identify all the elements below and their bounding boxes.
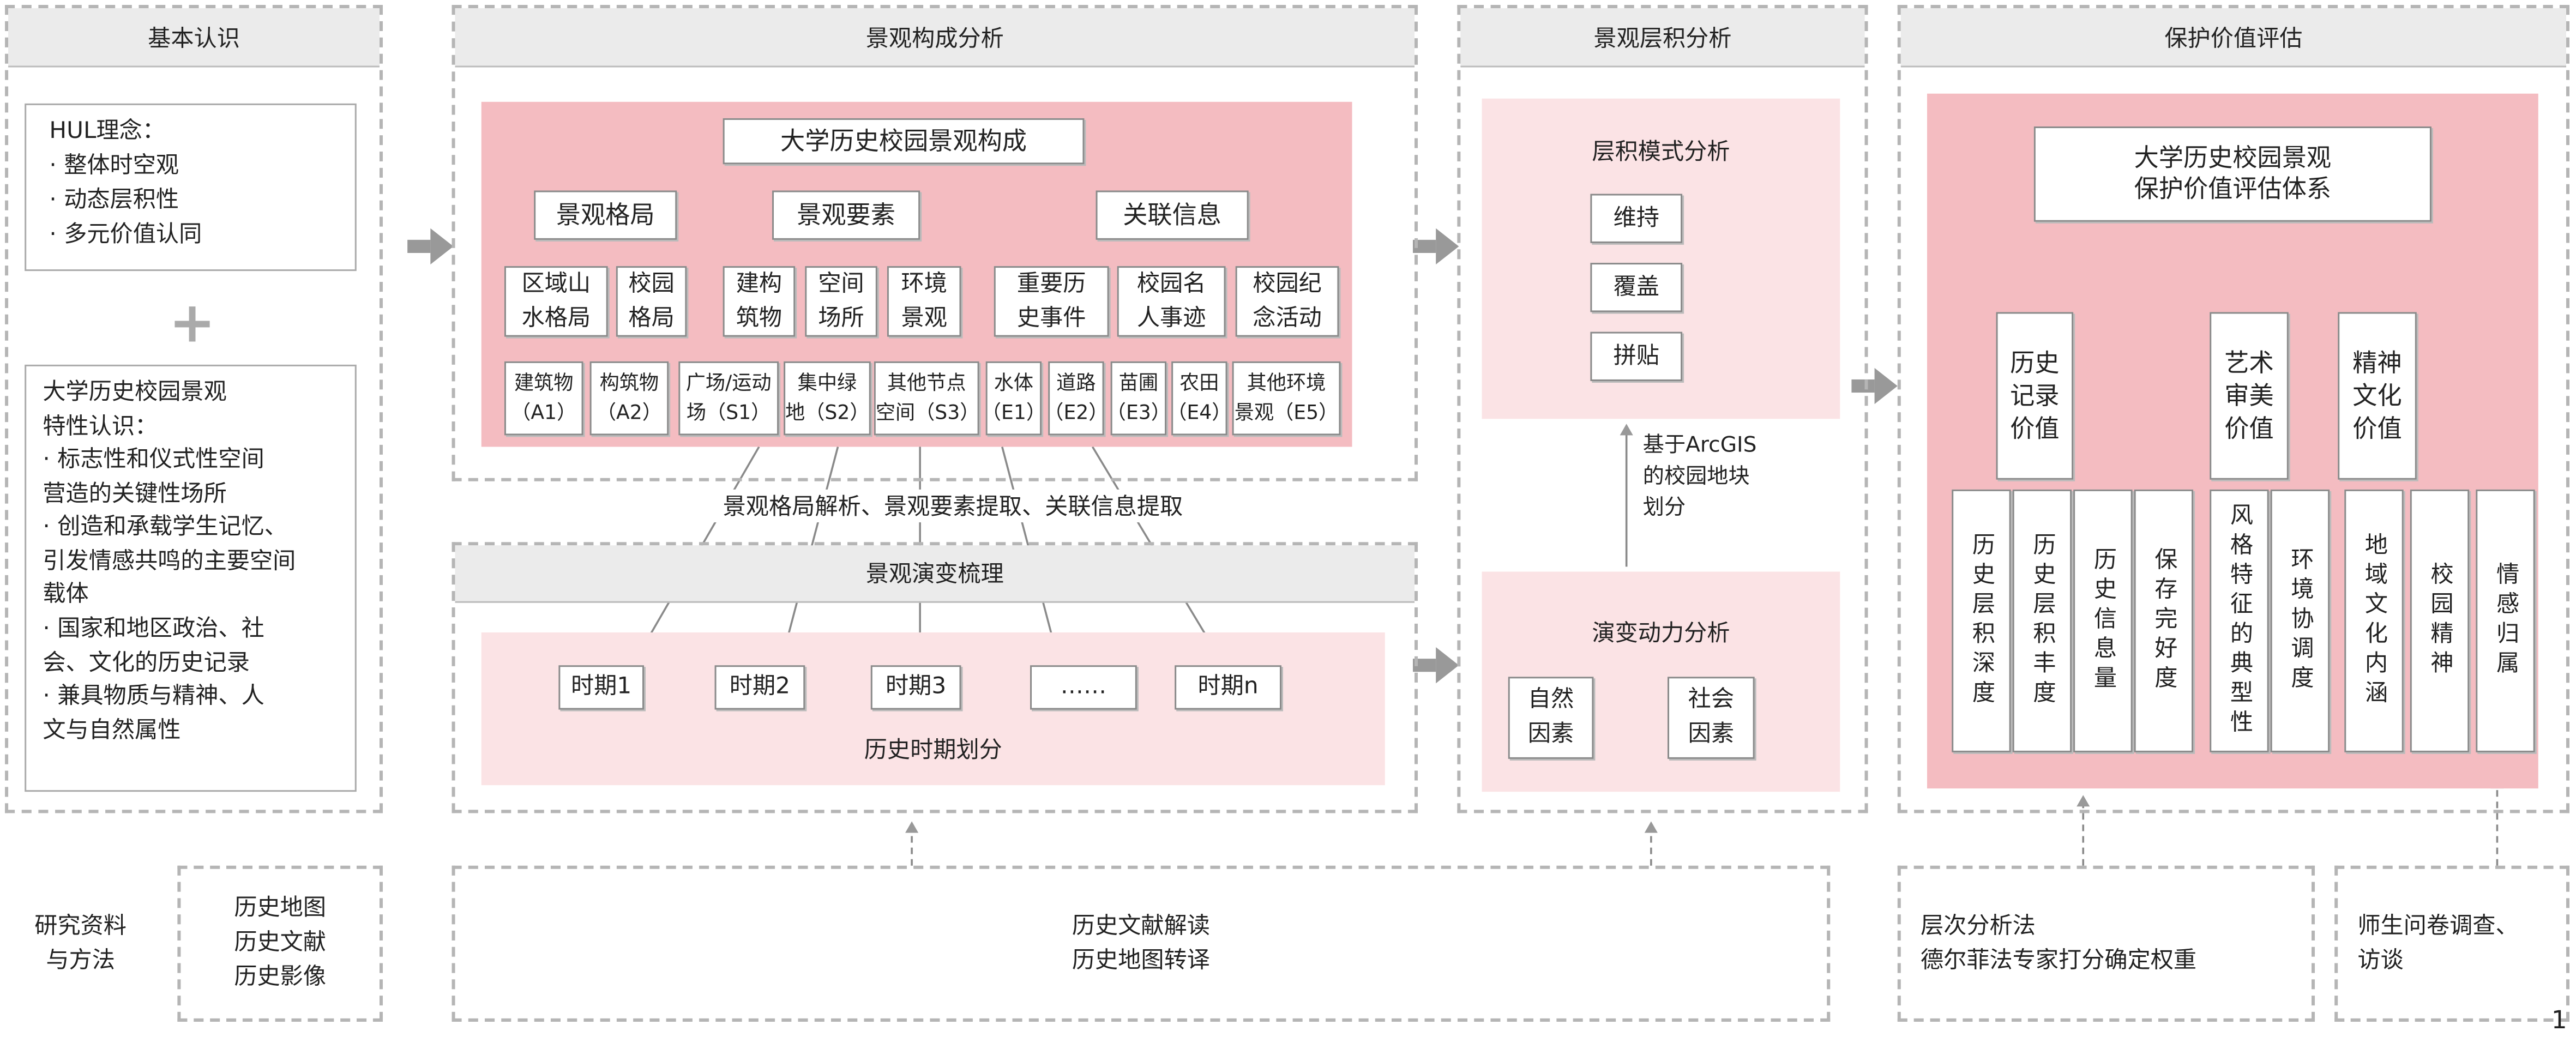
- period-box: 时期1: [558, 665, 645, 710]
- layering-pattern-box: 覆盖: [1590, 263, 1683, 312]
- landscape-evolution-header: 景观演变梳理: [455, 545, 1415, 603]
- campus-traits-box: 大学历史校园景观 特性认识： · 标志性和仪式性空间 营造的关键性场所 · 创造…: [25, 364, 357, 792]
- evolution-factor-box: 自然 因素: [1508, 677, 1594, 759]
- evolution-factor-box: 社会 因素: [1667, 677, 1755, 759]
- period-box: 时期2: [714, 665, 805, 710]
- flow-arrow-shaft: [407, 239, 431, 253]
- composition-element-box: 道路 （E2）: [1044, 361, 1108, 436]
- flow-arrow-icon: [1436, 647, 1459, 684]
- value-indicator-box: 保存完好度: [2134, 489, 2194, 752]
- value-indicator-box: 历史信息量: [2073, 489, 2133, 752]
- value-indicator-box: 风格特征的典型性: [2210, 489, 2269, 752]
- composition-category-box: 关联信息: [1096, 190, 1249, 240]
- composition-subcategory-box: 建构 筑物: [723, 266, 796, 337]
- composition-element-box: 集中绿 地（S2）: [784, 361, 871, 436]
- page-number: 1: [2551, 1005, 2567, 1035]
- composition-subcategory-box: 校园纪 念活动: [1235, 266, 1339, 337]
- value-assessment-panel: [1897, 5, 2570, 813]
- layering-pattern-box: 维持: [1590, 194, 1683, 243]
- arrow-up-icon: [905, 821, 919, 833]
- methods-label: 研究资料 与方法: [34, 912, 127, 974]
- value-system-root: 大学历史校园景观 保护价值评估体系: [2033, 126, 2431, 222]
- composition-subcategory-box: 环境 景观: [887, 266, 961, 337]
- arrow-up-icon: [1620, 424, 1633, 436]
- composition-subcategory-box: 重要历 史事件: [994, 266, 1109, 337]
- period-division-label: 历史时期划分: [864, 737, 1002, 764]
- composition-category-box: 景观格局: [534, 190, 677, 240]
- period-box: ……: [1030, 665, 1137, 710]
- composition-subcategory-box: 区域山 水格局: [504, 266, 608, 337]
- period-box: 时期3: [870, 665, 961, 710]
- value-indicator-box: 地域文化内涵: [2344, 489, 2404, 752]
- layering-pattern-box: 拼贴: [1590, 331, 1683, 381]
- composition-element-box: 广场/运动 场（S1）: [678, 361, 779, 436]
- composition-element-box: 苗圃 （E3）: [1106, 361, 1171, 436]
- value-category-box: 精神 文化 价值: [2338, 312, 2417, 480]
- survey-box: 师生问卷调查、 访谈: [2334, 865, 2570, 1022]
- landscape-evolution-panel: [452, 542, 1418, 813]
- composition-subcategory-box: 校园 格局: [616, 266, 687, 337]
- basic-understanding-header: 基本认识: [8, 8, 380, 68]
- composition-element-box: 构筑物 （A2）: [589, 361, 669, 436]
- landscape-composition-header: 景观构成分析: [455, 8, 1415, 68]
- flow-arrow-shaft: [1851, 379, 1875, 393]
- value-indicator-box: 历史层积丰度: [2012, 489, 2072, 752]
- flow-arrow-icon: [1436, 228, 1459, 265]
- composition-element-box: 其他节点 空间（S3）: [874, 361, 979, 436]
- value-indicator-box: 历史层积深度: [1952, 489, 2011, 752]
- plus-icon: +: [168, 291, 216, 357]
- composition-element-box: 农田 （E4）: [1167, 361, 1231, 436]
- landscape-composition-panel: [452, 5, 1418, 481]
- extraction-label: 景观格局解析、景观要素提取、关联信息提取: [624, 489, 1281, 523]
- composition-subcategory-box: 空间 场所: [805, 266, 877, 337]
- basic-understanding-panel: [5, 5, 383, 813]
- dynamics-analysis-title: 演变动力分析: [1592, 620, 1730, 648]
- composition-element-box: 其他环境 景观（E5）: [1232, 361, 1341, 436]
- composition-category-box: 景观要素: [772, 190, 920, 240]
- ahp-delphi-box: 层次分析法 德尔菲法专家打分确定权重: [1897, 865, 2315, 1022]
- period-box: 时期n: [1175, 665, 1281, 710]
- composition-element-box: 建筑物 （A1）: [504, 361, 583, 436]
- value-indicator-box: 情感归属: [2476, 489, 2535, 752]
- hul-concept-box: HUL理念： · 整体时空观 · 动态层积性 · 多元价值认同: [25, 103, 357, 272]
- value-category-box: 历史 记录 价值: [1996, 312, 2074, 480]
- value-indicator-box: 环境协调度: [2270, 489, 2330, 752]
- composition-root-box: 大学历史校园景观构成: [723, 118, 1085, 165]
- flow-arrow-icon: [430, 228, 454, 265]
- value-category-box: 艺术 审美 价值: [2210, 312, 2289, 480]
- composition-element-box: 水体 （E1）: [982, 361, 1046, 436]
- flow-arrow-icon: [1874, 367, 1898, 405]
- sources-box: 历史地图 历史文献 历史影像: [177, 865, 383, 1022]
- arrow-up-icon: [1644, 821, 1658, 833]
- composition-subcategory-box: 校园名 人事迹: [1117, 266, 1226, 337]
- value-assessment-header: 保护价值评估: [1900, 8, 2566, 68]
- interpretation-box: 历史文献解读 历史地图转译: [452, 865, 1831, 1022]
- pattern-analysis-title: 层积模式分析: [1592, 140, 1730, 166]
- arcgis-division-label: 基于ArcGIS 的校园地块 划分: [1642, 433, 1757, 521]
- arrow-up-icon: [2077, 795, 2090, 807]
- value-indicator-box: 校园精神: [2410, 489, 2470, 752]
- layering-analysis-panel: [1457, 5, 1868, 813]
- layering-analysis-header: 景观层积分析: [1460, 8, 1865, 68]
